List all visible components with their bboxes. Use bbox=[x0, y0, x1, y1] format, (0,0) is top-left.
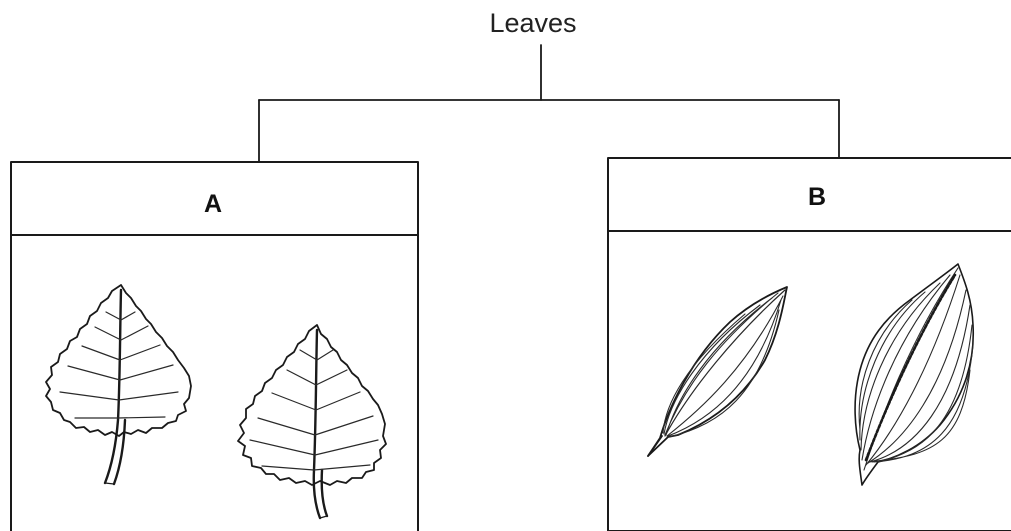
connector-lines bbox=[259, 45, 839, 162]
serrated-leaf-icon bbox=[46, 285, 191, 484]
parallel-leaf-icon bbox=[648, 287, 787, 456]
group-box-a: A bbox=[11, 162, 418, 531]
group-label-a: A bbox=[204, 190, 222, 218]
root-label: Leaves bbox=[489, 8, 576, 38]
group-label-b: B bbox=[808, 183, 826, 211]
serrated-leaf-icon bbox=[238, 325, 386, 518]
group-box-b: B bbox=[608, 158, 1011, 531]
parallel-leaf-icon bbox=[855, 264, 973, 485]
